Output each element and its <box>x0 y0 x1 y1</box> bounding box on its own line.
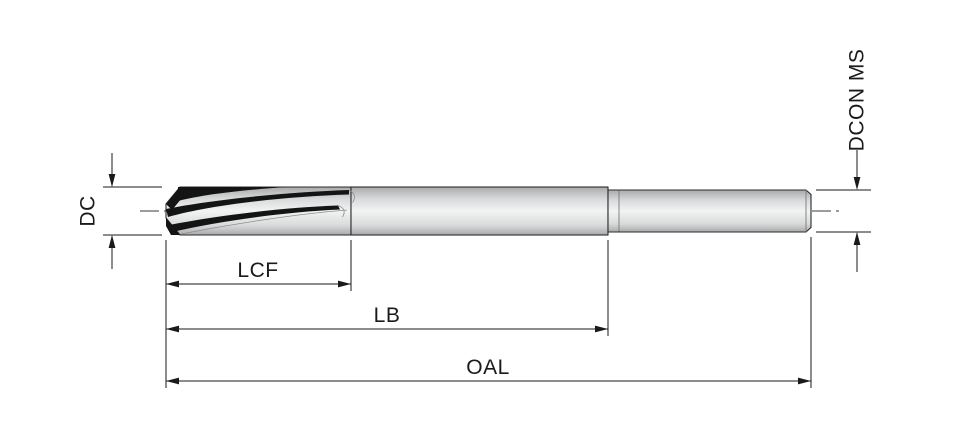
dc-arrow-down-icon <box>108 174 116 187</box>
lcf-arrow-right-icon <box>338 280 351 288</box>
tip-chamfer-upper <box>166 187 191 210</box>
dcon-arrow-down-icon <box>853 177 861 190</box>
tool-shank-section <box>607 189 812 233</box>
lcf-label: LCF <box>237 259 278 282</box>
reamer-tool-illustration <box>165 186 812 236</box>
flute-edge-middle <box>166 190 349 217</box>
lb-label: LB <box>374 304 401 327</box>
dimension-lb: LB <box>166 240 609 336</box>
flute-runout-upper <box>348 189 355 203</box>
oal-arrow-right-icon <box>798 377 811 385</box>
dimension-dcon-ms: DCON MS <box>816 49 871 272</box>
spiral-flutes <box>166 187 355 235</box>
tip-chamfer-lower <box>166 218 180 235</box>
dimension-lcf: LCF <box>166 240 352 291</box>
tool-body-section <box>350 186 609 236</box>
dimension-oal: OAL <box>166 237 812 388</box>
dimension-dc: DC <box>77 153 162 269</box>
flute-hairline <box>180 209 348 235</box>
lb-arrow-left-icon <box>166 325 179 333</box>
lb-arrow-right-icon <box>595 325 608 333</box>
dc-arrow-up-icon <box>108 235 116 248</box>
oal-arrow-left-icon <box>166 377 179 385</box>
dc-label: DC <box>77 195 100 226</box>
flute-edge-top <box>178 187 286 201</box>
oal-label: OAL <box>466 356 510 379</box>
flute-edge-lower <box>169 205 340 232</box>
dcon-arrow-up-icon <box>853 232 861 245</box>
flute-runout-lower <box>337 205 345 218</box>
lcf-arrow-left-icon <box>166 280 179 288</box>
dcon-ms-label: DCON MS <box>846 49 869 152</box>
